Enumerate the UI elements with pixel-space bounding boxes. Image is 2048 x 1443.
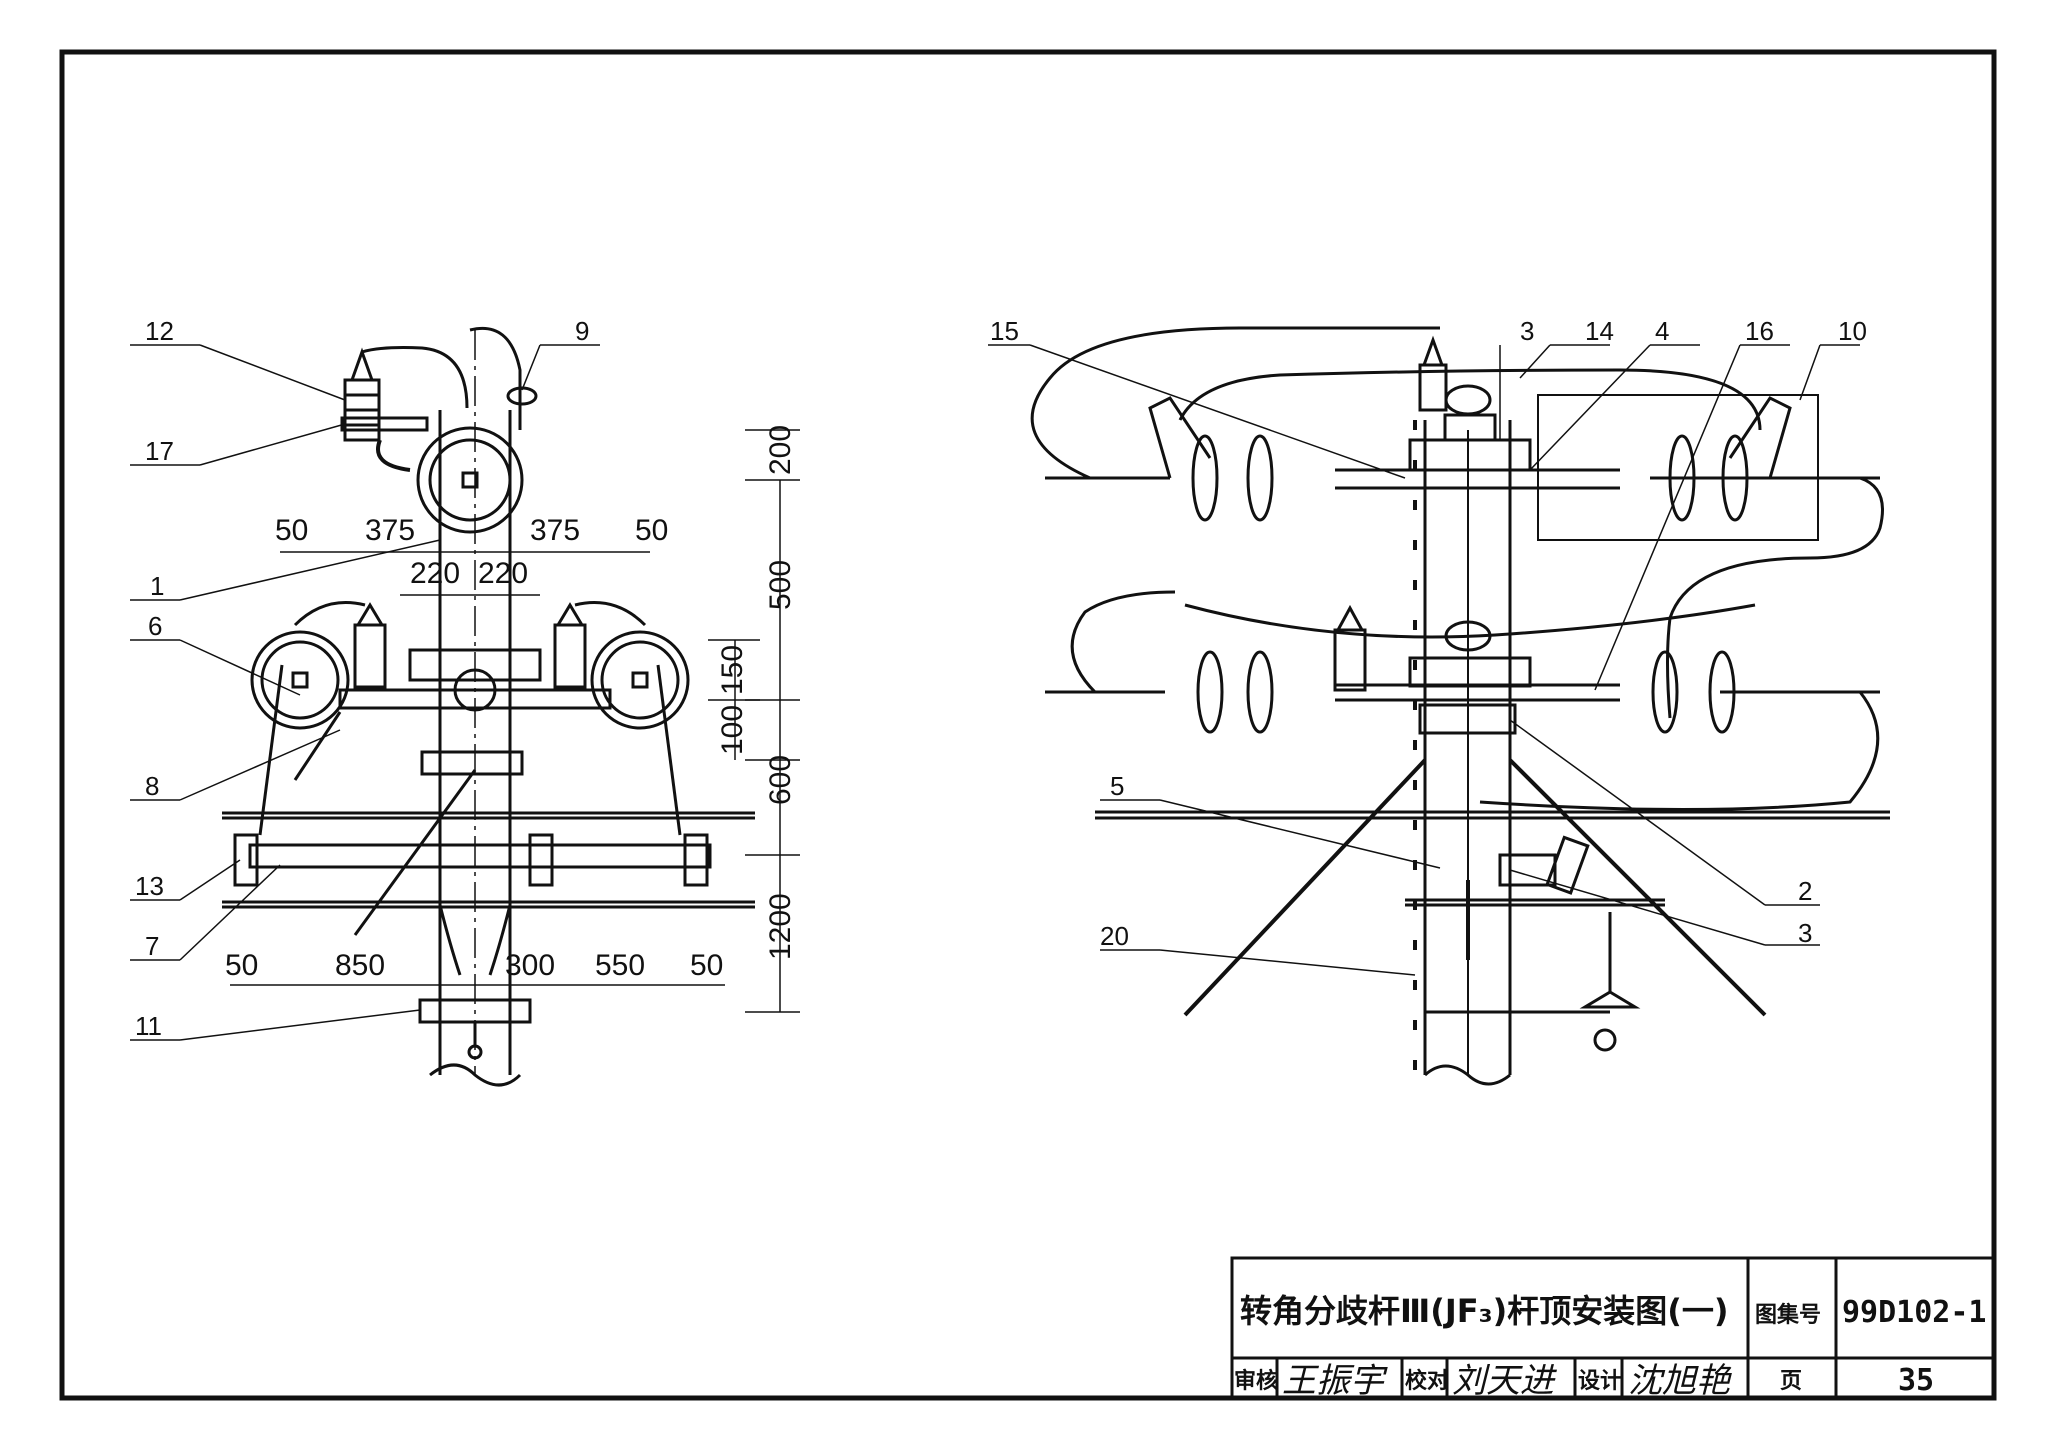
atlas-number: 99D102-1 <box>1842 1295 1987 1330</box>
dim-mid-220-right: 220 <box>478 557 528 590</box>
right-label-2: 2 <box>1798 876 1812 906</box>
right-label-3-bottom: 3 <box>1798 918 1812 948</box>
right-label-20: 20 <box>1100 921 1129 951</box>
dim-vert-1200: 1200 <box>764 893 797 960</box>
right-label-3-top: 3 <box>1520 316 1534 346</box>
left-top-insulator <box>416 326 538 534</box>
right-label-15: 15 <box>990 316 1019 346</box>
sheet-frame <box>59 49 1997 1401</box>
right-middle-assembly <box>1045 590 1880 811</box>
left-dimension-lines <box>230 429 800 1013</box>
dim-bottom-50-left: 50 <box>225 949 258 982</box>
dim-bottom-850: 850 <box>335 949 385 982</box>
dim-vert-150: 150 <box>716 645 749 695</box>
left-label-12: 12 <box>145 316 174 346</box>
left-lower-crossarm <box>222 664 755 909</box>
dim-top-375-right: 375 <box>530 514 580 547</box>
left-label-13: 13 <box>135 871 164 901</box>
left-label-8: 8 <box>145 771 159 801</box>
left-label-7: 7 <box>145 931 159 961</box>
proofread-signature: 刘天进 <box>1452 1361 1558 1401</box>
atlas-label: 图集号 <box>1755 1302 1821 1328</box>
right-top-box <box>1537 394 1819 541</box>
left-label-1: 1 <box>150 571 164 601</box>
left-down-leads <box>293 711 532 1060</box>
right-label-5: 5 <box>1110 771 1124 801</box>
right-label-4: 4 <box>1655 316 1669 346</box>
review-signature: 王振宇 <box>1282 1361 1388 1401</box>
right-down-guys <box>1183 758 1767 1017</box>
right-leader-lines <box>988 344 1860 976</box>
dim-top-50-right: 50 <box>635 514 668 547</box>
dim-top-50-left: 50 <box>275 514 308 547</box>
dim-vert-200: 200 <box>764 425 797 475</box>
right-top-insulators <box>1148 335 1792 522</box>
dim-bottom-550: 550 <box>595 949 645 982</box>
dim-top-375-left: 375 <box>365 514 415 547</box>
page-number: 35 <box>1898 1363 1934 1398</box>
design-label: 设计 <box>1578 1369 1622 1394</box>
dim-vert-100: 100 <box>716 705 749 755</box>
drawing-title: 转角分歧杆Ⅲ(JF₃)杆顶安装图(一) <box>1240 1292 1729 1330</box>
right-view: 15 3 14 4 16 10 5 2 3 20 <box>988 316 1890 1086</box>
left-label-9: 9 <box>575 316 589 346</box>
right-lower-assembly <box>1095 810 1890 1052</box>
review-label: 审核 <box>1234 1368 1278 1394</box>
left-label-17: 17 <box>145 436 174 466</box>
left-label-6: 6 <box>148 611 162 641</box>
left-arrester-top <box>340 346 469 472</box>
right-label-14: 14 <box>1585 316 1614 346</box>
dim-vert-600: 600 <box>764 755 797 805</box>
left-label-11: 11 <box>135 1011 162 1041</box>
left-view: 12 9 17 1 6 8 13 7 11 50 375 375 50 220 … <box>130 316 800 1087</box>
right-poles <box>1413 420 1512 1086</box>
right-label-10: 10 <box>1838 316 1867 346</box>
page-label: 页 <box>1780 1369 1802 1394</box>
left-leader-lines <box>130 344 600 1041</box>
dim-vert-500: 500 <box>764 560 797 610</box>
proofread-label: 校对 <box>1405 1368 1449 1394</box>
right-label-16: 16 <box>1745 316 1774 346</box>
dim-bottom-300: 300 <box>505 949 555 982</box>
title-block: 转角分歧杆Ⅲ(JF₃)杆顶安装图(一) 图集号 99D102-1 审核 王振宇 … <box>1230 1256 1996 1401</box>
dim-mid-220-left: 220 <box>410 557 460 590</box>
dim-bottom-50-right: 50 <box>690 949 723 982</box>
design-signature: 沈旭艳 <box>1628 1361 1732 1401</box>
